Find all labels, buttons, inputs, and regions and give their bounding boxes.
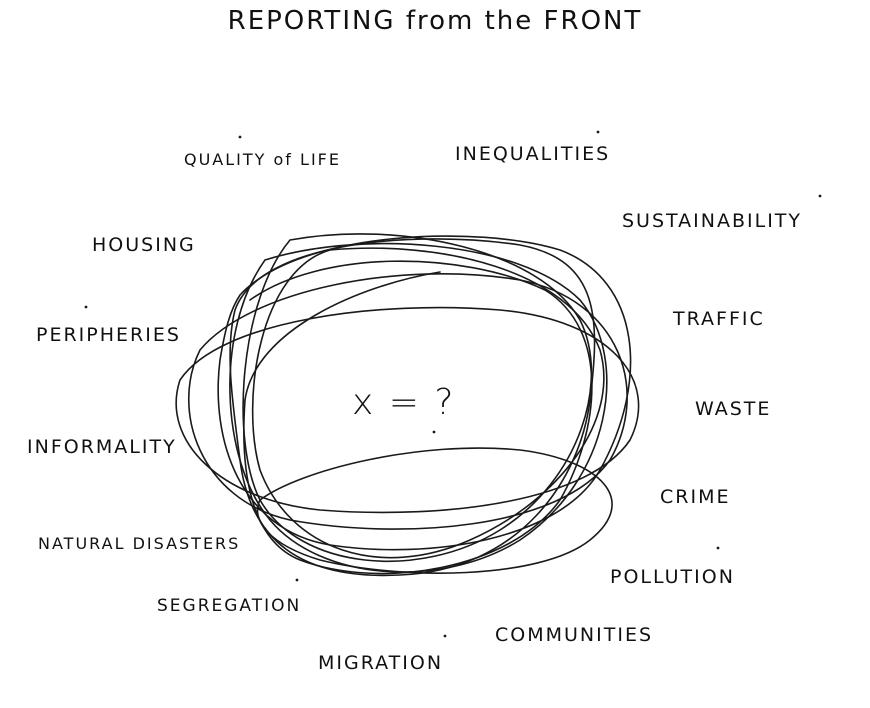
label-waste: WASTE	[695, 398, 772, 420]
label-peripheries: PERIPHERIES	[36, 324, 181, 346]
label-sustainability: SUSTAINABILITY	[622, 210, 803, 232]
label-housing: HOUSING	[92, 234, 196, 256]
label-traffic: TRAFFIC	[673, 308, 765, 330]
label-communities: COMMUNITIES	[495, 624, 654, 646]
loop-8	[243, 260, 593, 575]
label-informality: INFORMALITY	[27, 436, 177, 458]
loop-6	[251, 247, 605, 559]
loop-3	[187, 273, 628, 530]
loop-end	[244, 271, 441, 401]
label-pollution: POLLUTION	[610, 566, 735, 588]
loop-4	[175, 306, 640, 514]
label-segregation: SEGREGATION	[157, 596, 302, 616]
loop-1	[217, 235, 632, 551]
loop-9	[256, 447, 613, 574]
label-inequalities: INEQUALITIES	[455, 143, 611, 165]
diagram-title: REPORTING from the FRONT	[227, 6, 643, 36]
center-unknown: x = ?	[352, 382, 456, 423]
label-natural-disasters: NATURAL DISASTERS	[38, 534, 241, 553]
label-migration: MIGRATION	[318, 652, 444, 674]
label-crime: CRIME	[660, 486, 731, 508]
stray-dots	[84, 130, 822, 638]
label-quality-of-life: QUALITY of LIFE	[184, 150, 341, 169]
loop-7	[229, 238, 596, 577]
